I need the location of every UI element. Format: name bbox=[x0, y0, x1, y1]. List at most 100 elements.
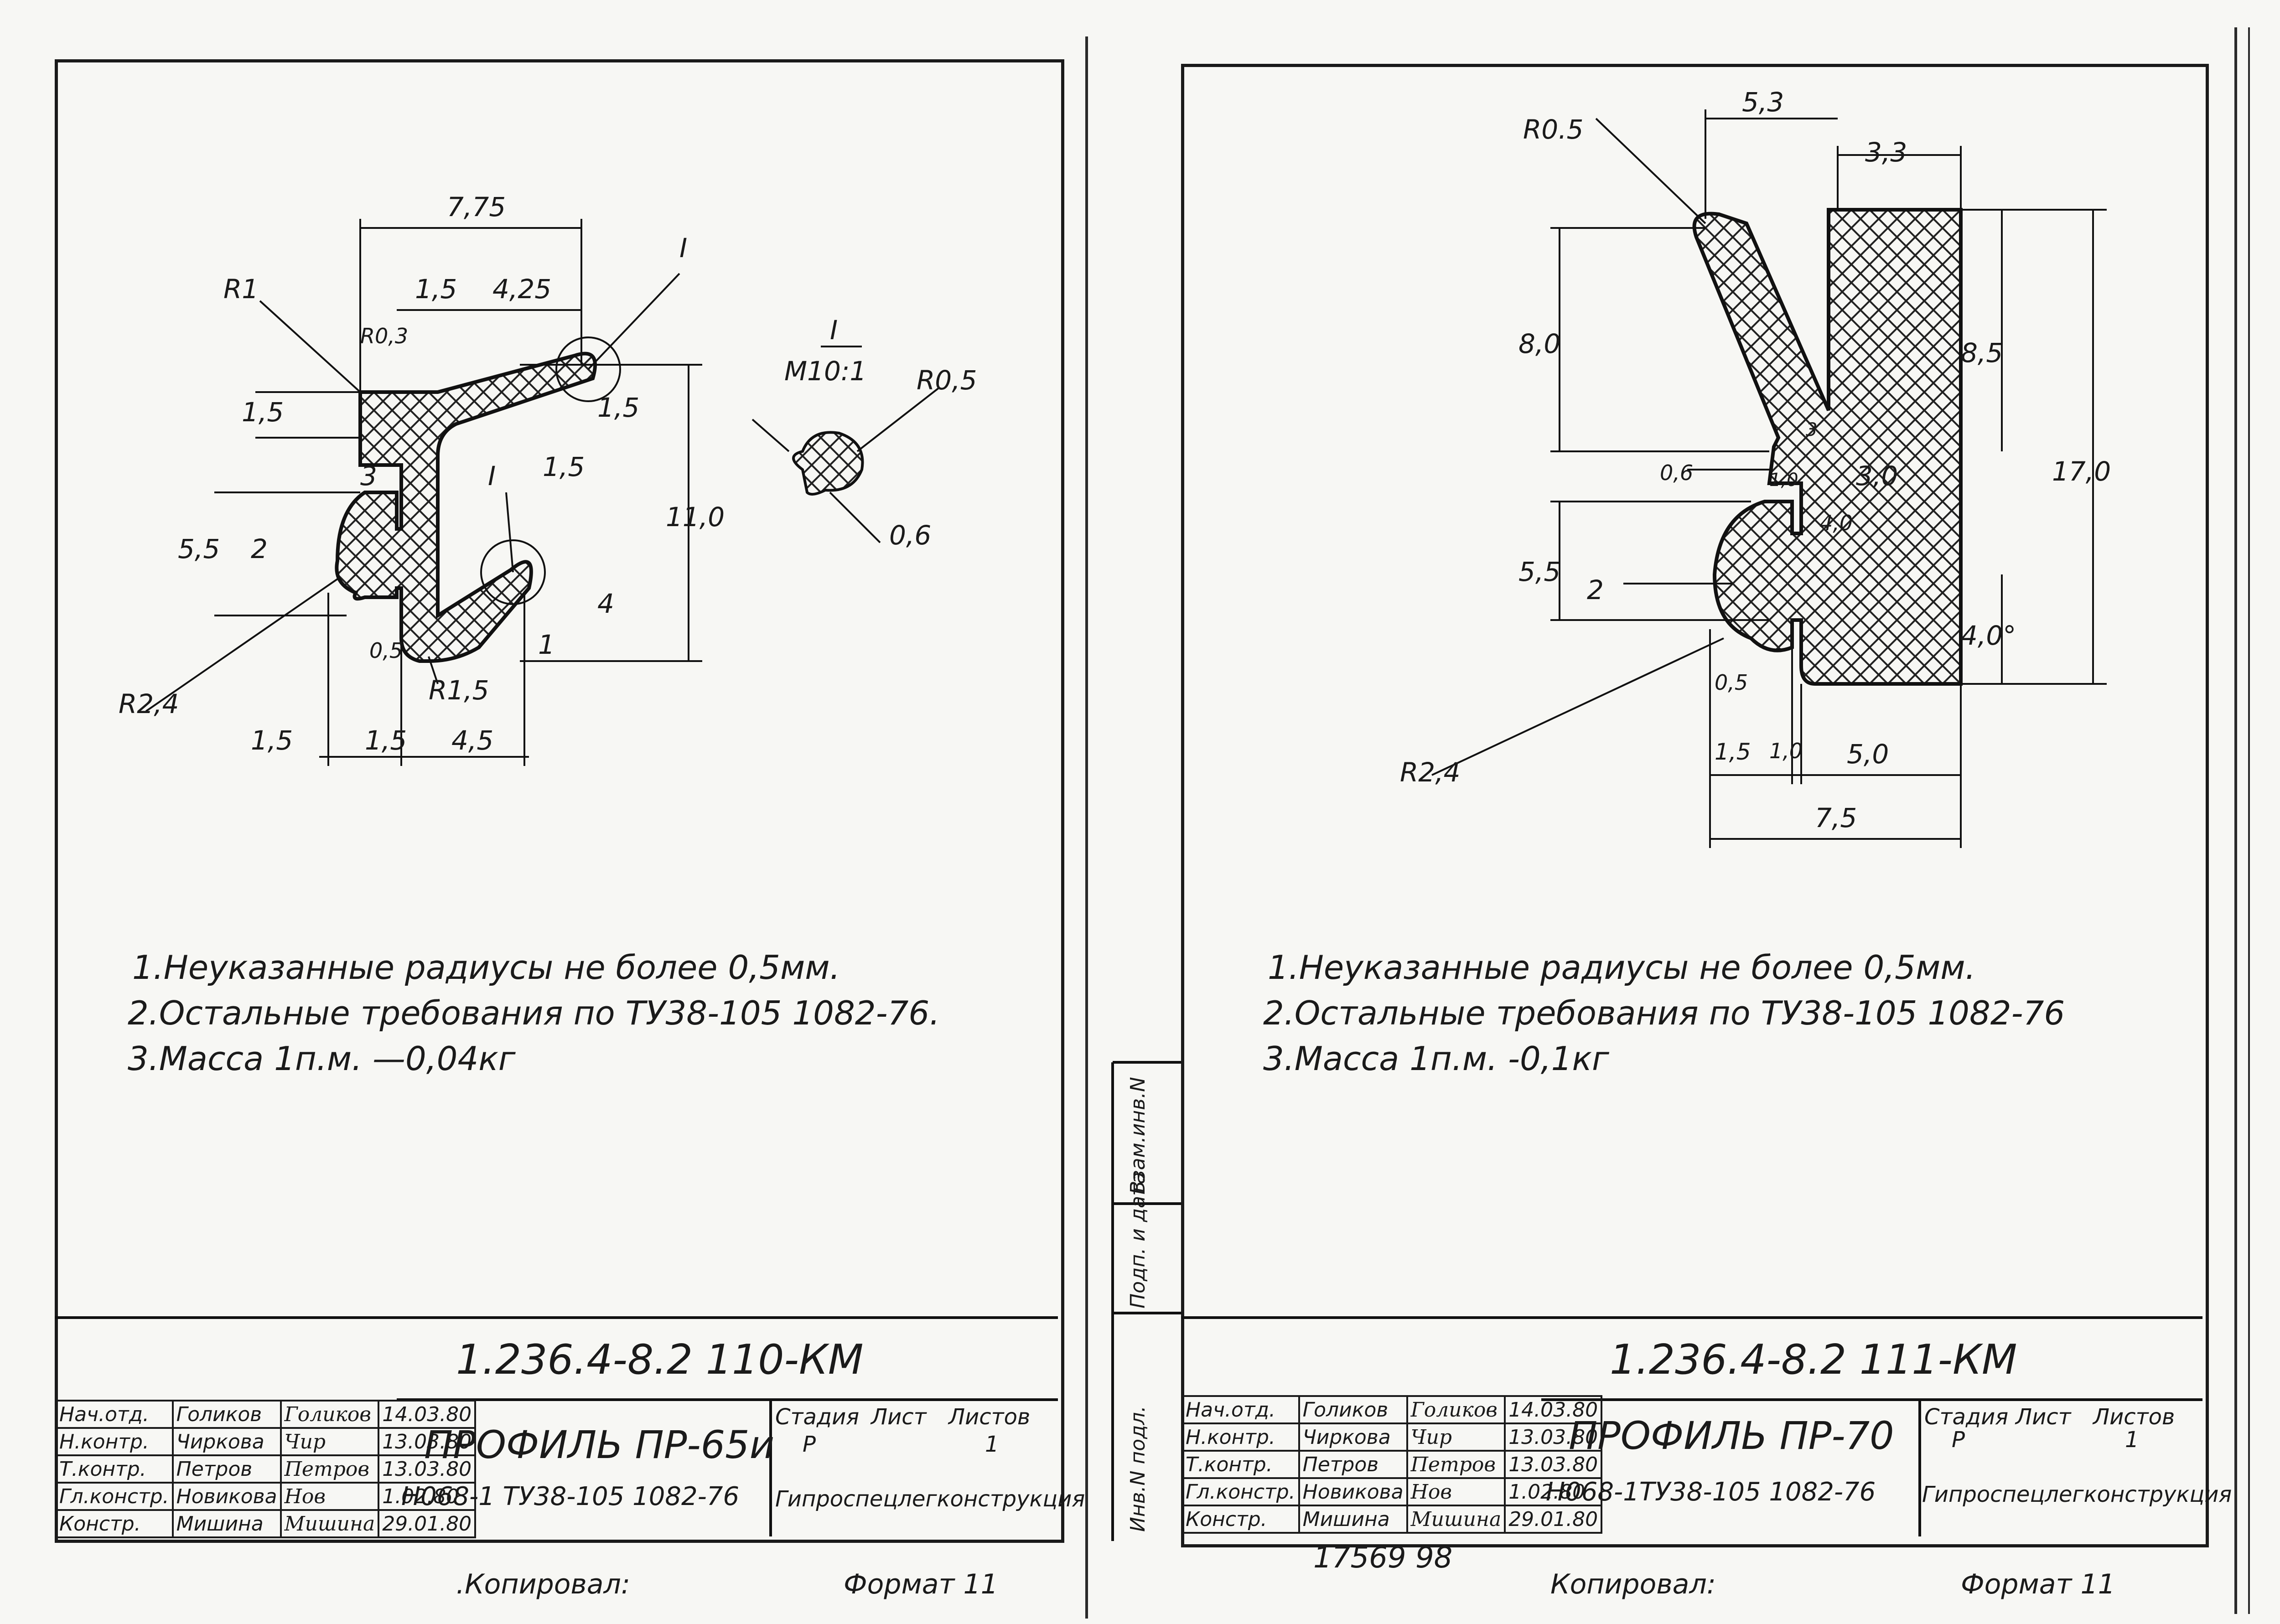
dim-5-5: 5,5 bbox=[178, 533, 220, 564]
dim-1-5-mid: 1,5 bbox=[543, 451, 585, 482]
right-note-3: 3.Масса 1п.м. -0,1кг bbox=[1263, 1040, 1609, 1078]
right-drawing-title: ПРОФИЛЬ ПР-70 bbox=[1569, 1413, 1894, 1458]
dim-4-25: 4,25 bbox=[492, 274, 552, 305]
name-cell: Голиков bbox=[1298, 1395, 1408, 1424]
date-cell: 13.03.80 bbox=[1504, 1422, 1603, 1452]
dim-1-5-top: 1,5 bbox=[415, 274, 457, 305]
signature-cell: Петров bbox=[1406, 1450, 1506, 1479]
dim-11-0: 11,0 bbox=[666, 502, 725, 533]
name-cell: Чиркова bbox=[171, 1427, 282, 1456]
date-cell: 13.03.80 bbox=[378, 1454, 477, 1484]
date-cell: 1.02.80 bbox=[1504, 1477, 1603, 1506]
detail-scale: M10:1 bbox=[784, 356, 867, 387]
name-cell: Петров bbox=[1298, 1450, 1408, 1479]
dim-8-5: 8,5 bbox=[1961, 337, 2003, 368]
role-cell: Гл.констр. bbox=[55, 1482, 174, 1511]
right-sheet-header: Лист bbox=[2016, 1404, 2071, 1430]
role-cell: Н.контр. bbox=[1181, 1422, 1300, 1452]
dim-0-5: 0,5 bbox=[369, 638, 403, 663]
dim-7-5: 7,5 bbox=[1815, 802, 1857, 833]
left-detail bbox=[792, 431, 864, 496]
left-note-2: 2.Остальные требования по ТУ38-105 1082-… bbox=[128, 994, 940, 1032]
left-sheets-header: Листов bbox=[948, 1404, 1031, 1430]
signature-cell: Голиков bbox=[280, 1400, 380, 1429]
callout-top: I bbox=[679, 233, 688, 264]
left-sheets-value: 1 bbox=[985, 1432, 999, 1457]
role-cell: Нач.отд. bbox=[1181, 1395, 1300, 1424]
role-cell: Н.контр. bbox=[55, 1427, 174, 1456]
dim-4: 4 bbox=[597, 588, 614, 619]
dim-4-0-mid: 4,0 bbox=[1819, 511, 1853, 535]
signature-cell: Голиков bbox=[1406, 1395, 1506, 1424]
dim-8-0: 8,0 bbox=[1518, 328, 1561, 359]
role-cell: Нач.отд. bbox=[55, 1400, 174, 1429]
name-cell: Чиркова bbox=[1298, 1422, 1408, 1452]
right-edge-line bbox=[2234, 27, 2237, 1614]
dim-0-5-right: 0,5 bbox=[1715, 670, 1748, 695]
dim-3-small: 3 bbox=[1806, 419, 1818, 440]
left-copied-label: .Копировал: bbox=[456, 1568, 631, 1600]
dim-r2-4-right: R2,4 bbox=[1400, 757, 1461, 788]
date-cell: 14.03.80 bbox=[1504, 1395, 1603, 1424]
date-cell: 13.03.80 bbox=[378, 1427, 477, 1456]
signature-cell: Чир bbox=[280, 1427, 380, 1456]
role-cell: Т.контр. bbox=[1181, 1450, 1300, 1479]
detail-title: I bbox=[830, 315, 838, 346]
right-org: Гипроспецлегконструкция bbox=[1922, 1482, 2232, 1507]
right-sheet-frame bbox=[1181, 64, 2209, 1547]
title-block-lines bbox=[55, 1061, 2202, 1541]
dim-4-5: 4,5 bbox=[451, 725, 494, 756]
signature-cell: Мишина bbox=[1406, 1505, 1506, 1534]
signature-cell: Нов bbox=[280, 1482, 380, 1511]
dim-7-75: 7,75 bbox=[447, 191, 506, 222]
dim-3: 3 bbox=[360, 460, 377, 491]
left-sheet-frame bbox=[55, 59, 1064, 1543]
side-label-inv: Инв.N подл. bbox=[1126, 1406, 1150, 1532]
left-detail-leaders bbox=[751, 346, 940, 543]
signature-cell: Петров bbox=[280, 1454, 380, 1484]
right-stage-header: Стадия bbox=[1924, 1404, 2009, 1430]
dim-1-0-mid: 1,0 bbox=[1769, 470, 1798, 491]
right-stage-value: Р bbox=[1952, 1427, 1965, 1453]
dim-1-5-right: 1,5 bbox=[597, 392, 640, 423]
dim-5-3: 5,3 bbox=[1742, 87, 1784, 118]
left-note-3: 3.Масса 1п.м. —0,04кг bbox=[128, 1040, 516, 1078]
dim-2-right: 2 bbox=[1587, 574, 1604, 605]
dim-1: 1 bbox=[538, 629, 555, 660]
role-cell: Т.контр. bbox=[55, 1454, 174, 1484]
right-dims bbox=[1431, 109, 2107, 848]
stamp-number: 17569 98 bbox=[1313, 1541, 1453, 1575]
role-cell: Констр. bbox=[55, 1509, 174, 1538]
right-format-label: Формат 11 bbox=[1961, 1568, 2115, 1600]
right-profile bbox=[1692, 208, 1963, 686]
name-cell: Новикова bbox=[1298, 1477, 1408, 1506]
right-copied-label: Копировал: bbox=[1550, 1568, 1716, 1600]
left-drawing-title: ПРОФИЛЬ ПР-65и bbox=[424, 1422, 775, 1467]
dim-1-5-b1: 1,5 bbox=[251, 725, 293, 756]
dim-r1-5: R1,5 bbox=[429, 675, 489, 706]
left-drawing-code: 1.236.4-8.2 110-КМ bbox=[456, 1336, 864, 1384]
right-edge-line-2 bbox=[2248, 27, 2250, 1614]
dim-r0-5: R0.5 bbox=[1523, 114, 1584, 145]
signature-cell: Мишина bbox=[280, 1509, 380, 1538]
dim-1-5-left: 1,5 bbox=[242, 397, 284, 428]
dim-1-5-right-b: 1,5 bbox=[1715, 739, 1751, 765]
dim-3-0: 3,0 bbox=[1856, 460, 1898, 491]
sheet-divider bbox=[1085, 36, 1088, 1619]
callout-mid: I bbox=[488, 460, 496, 491]
role-cell: Гл.констр. bbox=[1181, 1477, 1300, 1506]
dim-r1: R1 bbox=[223, 274, 259, 305]
left-profile bbox=[335, 352, 597, 663]
name-cell: Петров bbox=[171, 1454, 282, 1484]
left-format-label: Формат 11 bbox=[844, 1568, 998, 1600]
